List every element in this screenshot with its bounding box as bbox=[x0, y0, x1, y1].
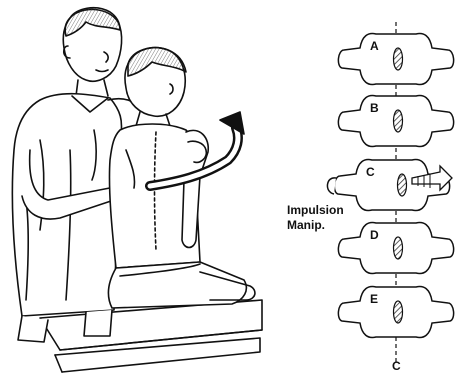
axis-label: C bbox=[392, 359, 401, 373]
vertebra-a: A bbox=[338, 34, 453, 85]
vertebra-e: E bbox=[338, 287, 453, 338]
spinous-process-a bbox=[394, 48, 403, 70]
spinous-process-b bbox=[394, 110, 403, 132]
spinous-process-e bbox=[394, 301, 403, 323]
vertebra-label: E bbox=[370, 292, 378, 306]
vertebra-c: C bbox=[327, 160, 449, 211]
manip-label: Manip. bbox=[287, 218, 325, 232]
vertebra-label: C bbox=[366, 165, 375, 179]
vertebra-label: D bbox=[370, 228, 379, 242]
impulsion-label: Impulsion bbox=[287, 203, 344, 217]
vertebra-d: D bbox=[338, 223, 453, 274]
manipulation-scene bbox=[12, 8, 262, 372]
spinous-process-c bbox=[398, 174, 407, 196]
vertebra-label: A bbox=[370, 39, 379, 53]
vertebra-b: B bbox=[338, 96, 453, 147]
vertebral-column: A B C D E C bbox=[327, 22, 453, 373]
spinous-process-d bbox=[394, 237, 403, 259]
vertebra-label: B bbox=[370, 101, 379, 115]
